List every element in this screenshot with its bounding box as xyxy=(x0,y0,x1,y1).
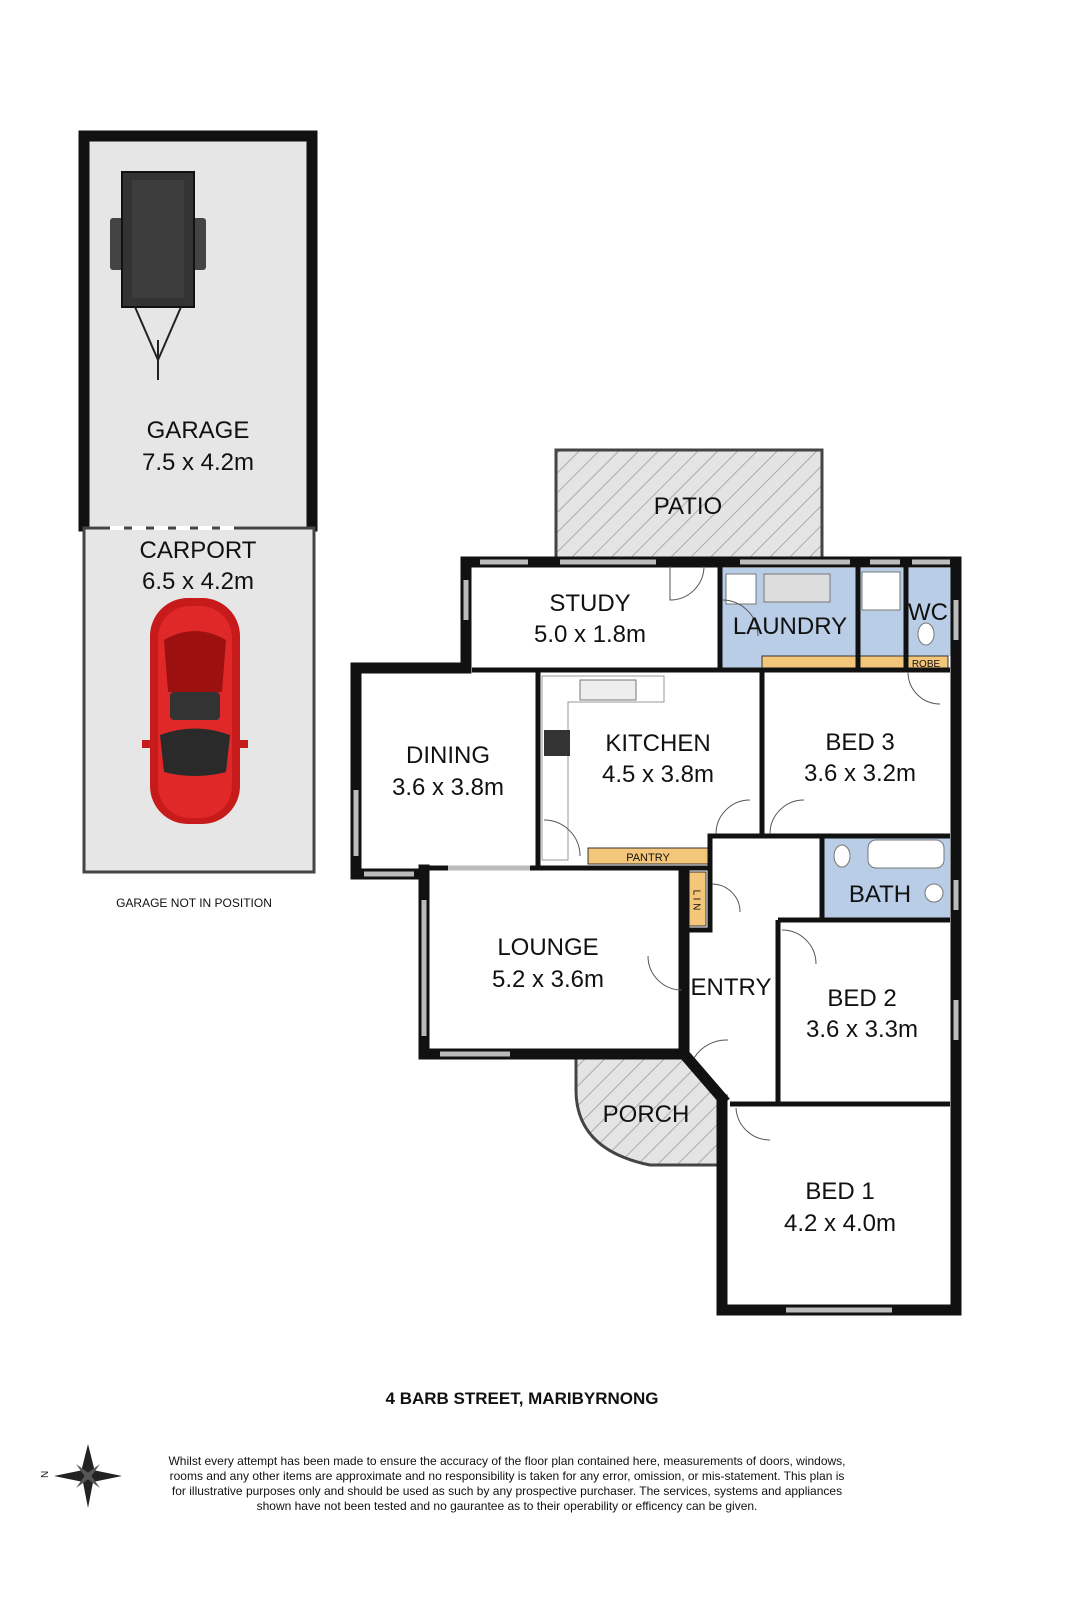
toilet-icon xyxy=(917,622,935,646)
wc-name: WC xyxy=(908,599,948,626)
dining-name: DINING xyxy=(406,742,490,769)
lounge-name: LOUNGE xyxy=(497,934,598,961)
lounge-dims: 5.2 x 3.6m xyxy=(492,966,604,993)
bed1-dims: 4.2 x 4.0m xyxy=(784,1210,896,1237)
patio: PATIO xyxy=(554,448,824,562)
compass-icon: N xyxy=(40,1444,122,1508)
pantry-label: PANTRY xyxy=(626,852,670,864)
linen-label: L I N xyxy=(691,890,702,911)
kitchen-dims: 4.5 x 3.8m xyxy=(602,761,714,788)
entry-name: ENTRY xyxy=(691,974,772,1001)
walls xyxy=(350,556,962,1316)
dining-dims: 3.6 x 3.8m xyxy=(392,774,504,801)
sink-icon xyxy=(579,679,637,701)
washing-machine-icon xyxy=(725,573,757,605)
kitchen-bench xyxy=(541,675,665,861)
garage-note: GARAGE NOT IN POSITION xyxy=(116,896,272,910)
carport: CARPORT 6.5 x 4.2m GARAGE NOT IN POSITIO… xyxy=(82,526,316,910)
robe-label: ROBE xyxy=(912,659,941,670)
garage-dims: 7.5 x 4.2m xyxy=(142,449,254,476)
study-dims: 5.0 x 1.8m xyxy=(534,621,646,648)
bed2-dims: 3.6 x 3.3m xyxy=(806,1016,918,1043)
bath-toilet-icon xyxy=(833,844,851,868)
kitchen-name: KITCHEN xyxy=(605,730,710,757)
disclaimer-line: for illustrative purposes only and shoul… xyxy=(172,1484,842,1498)
disclaimer-line: shown have not been tested and no gauran… xyxy=(257,1499,758,1513)
basin-icon xyxy=(924,883,944,903)
disclaimer-line: Whilst every attempt has been made to en… xyxy=(168,1454,845,1468)
compass-north-label: N xyxy=(40,1471,51,1478)
property-address: 4 BARB STREET, MARIBYRNONG xyxy=(386,1389,659,1408)
patio-name: PATIO xyxy=(654,493,722,520)
laundry-name: LAUNDRY xyxy=(733,613,847,640)
carport-name: CARPORT xyxy=(140,537,257,564)
carport-dims: 6.5 x 4.2m xyxy=(142,568,254,595)
cooktop-icon xyxy=(544,730,570,756)
bathtub-icon xyxy=(867,839,945,869)
study-name: STUDY xyxy=(549,590,630,617)
bed2-name: BED 2 xyxy=(827,985,896,1012)
disclaimer-line: rooms and any other items are approximat… xyxy=(170,1469,845,1483)
bed3-name: BED 3 xyxy=(825,729,894,756)
trailer-icon xyxy=(110,171,206,380)
bed3-dims: 3.6 x 3.2m xyxy=(804,760,916,787)
garage-name: GARAGE xyxy=(147,417,250,444)
bed1-name: BED 1 xyxy=(805,1178,874,1205)
porch: PORCH xyxy=(574,1054,720,1167)
trough-icon xyxy=(763,573,831,603)
bath-name: BATH xyxy=(849,881,911,908)
porch-name: PORCH xyxy=(603,1101,690,1128)
car-icon xyxy=(142,598,248,824)
garage: GARAGE 7.5 x 4.2m xyxy=(78,130,318,532)
shower-icon xyxy=(861,571,901,611)
